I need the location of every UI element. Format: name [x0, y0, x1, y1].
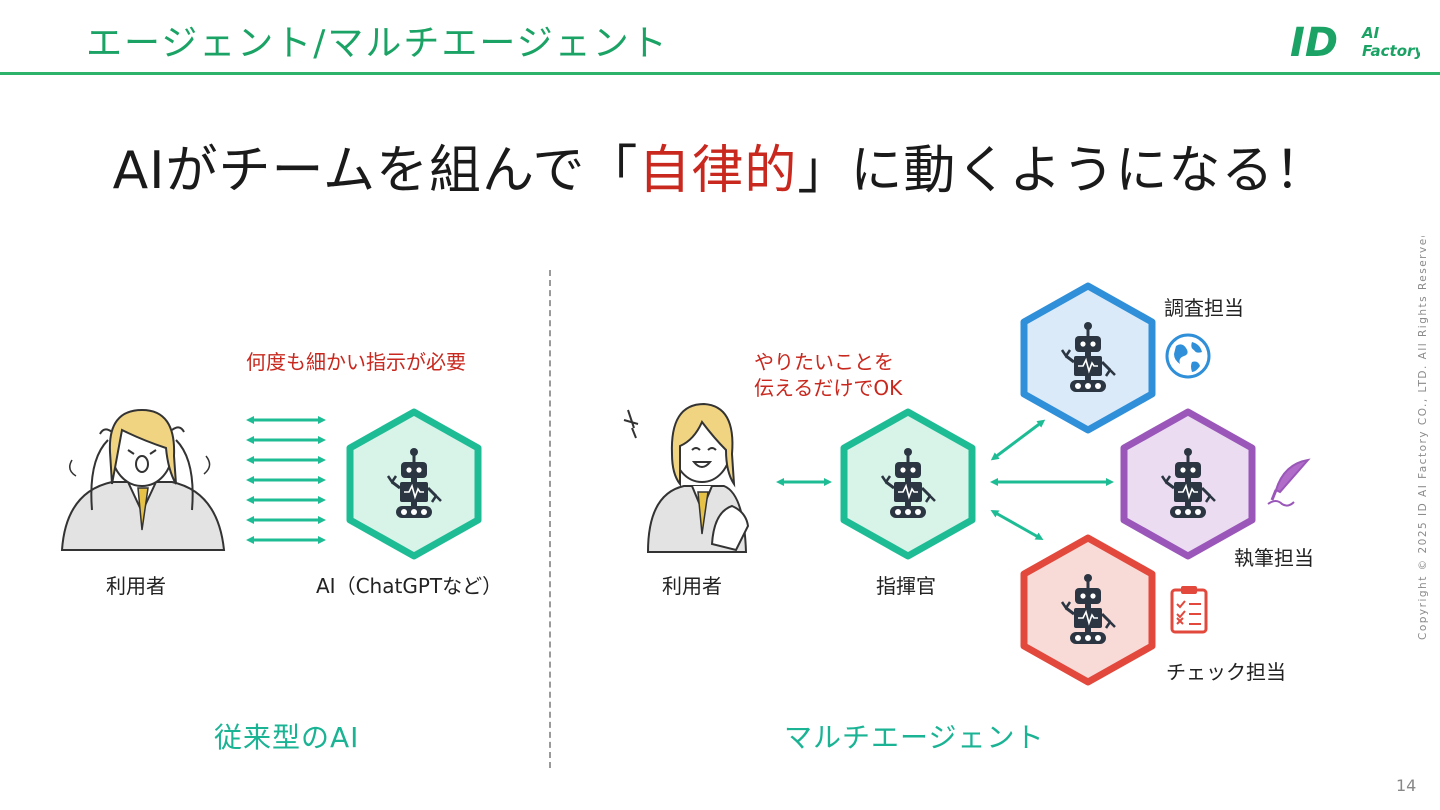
- writing-agent-label: 執筆担当: [1234, 546, 1314, 570]
- check-agent-hexagon: [1020, 534, 1156, 686]
- header-divider: [0, 72, 1440, 75]
- slide-section-title: エージェント/マルチエージェント: [86, 23, 669, 64]
- traditional-ai-label: 従来型のAI: [214, 721, 360, 754]
- repeated-instruction-arrows: [246, 416, 326, 544]
- ai-hexagon: [346, 408, 482, 560]
- svg-text:Copyright © 2025 ID AI Factory: Copyright © 2025 ID AI Factory CO., LTD.…: [1417, 236, 1429, 640]
- right-instruction-note-line2: 伝えるだけでOK: [754, 376, 903, 400]
- agent-connection-arrows: [776, 419, 1114, 540]
- checklist-icon: [1170, 586, 1208, 634]
- headline-before: AIがチームを組んで「: [112, 141, 639, 201]
- copyright-notice: Copyright © 2025 ID AI Factory CO., LTD.…: [1417, 236, 1429, 640]
- svg-text:AI: AI: [1361, 24, 1380, 42]
- quill-icon: [1267, 458, 1311, 507]
- research-agent-hexagon: [1020, 282, 1156, 434]
- company-logo: ID AI Factory: [1290, 20, 1420, 64]
- left-instruction-note: 何度も細かい指示が必要: [246, 350, 466, 374]
- ai-label: AI（ChatGPTなど）: [316, 574, 503, 598]
- left-user-label: 利用者: [106, 574, 166, 598]
- research-agent-label: 調査担当: [1164, 296, 1244, 320]
- commander-hexagon: [840, 408, 976, 560]
- globe-icon: [1165, 333, 1211, 379]
- multi-agent-label: マルチエージェント: [784, 721, 1045, 754]
- svg-text:ID: ID: [1290, 20, 1338, 64]
- headline-accent: 自律的: [638, 141, 798, 201]
- commander-label: 指揮官: [876, 574, 936, 598]
- section-divider: [549, 270, 551, 768]
- check-agent-label: チェック担当: [1166, 660, 1286, 684]
- svg-text:Factory: Factory: [1362, 42, 1420, 60]
- slide-headline: AIがチームを組んで「自律的」に動くようになる！: [0, 128, 1440, 203]
- writing-agent-hexagon: [1120, 408, 1256, 560]
- right-user-label: 利用者: [662, 574, 722, 598]
- headline-after: 」に動くようになる！: [797, 141, 1328, 201]
- happy-user-illustration: [623, 402, 750, 553]
- right-instruction-note-line1: やりたいことを: [754, 350, 894, 374]
- stressed-user-illustration: [60, 408, 226, 551]
- page-number: 14: [1396, 776, 1417, 795]
